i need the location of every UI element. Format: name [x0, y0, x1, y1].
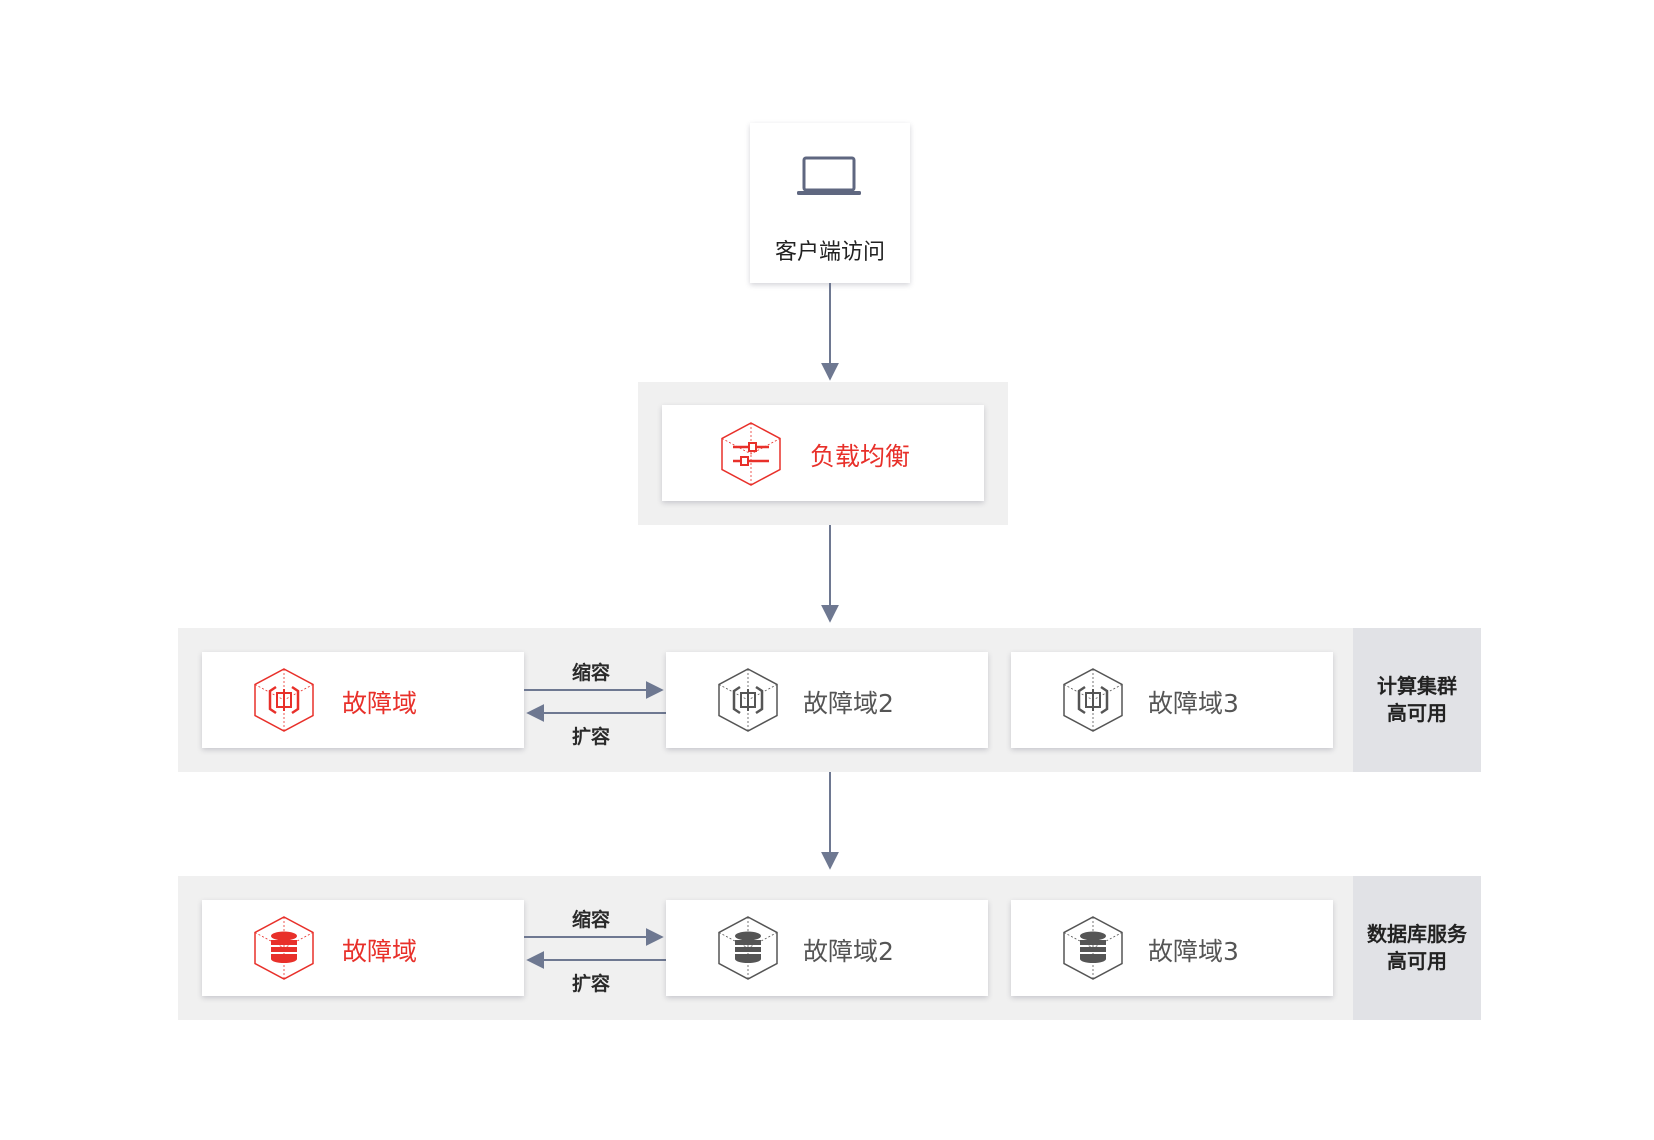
database-cube-icon	[252, 915, 316, 981]
compute-zone-primary: 故障域	[202, 652, 524, 748]
compute-cube-icon	[716, 667, 780, 733]
load-balancer-icon	[719, 421, 783, 487]
compute-expand-arrow	[526, 704, 666, 722]
load-balancer-label: 负载均衡	[810, 442, 911, 471]
arrow-lb-to-compute	[821, 525, 839, 623]
compute-shrink-arrow	[524, 681, 664, 699]
client-label: 客户端访问	[774, 240, 885, 265]
arrow-client-to-lb	[821, 283, 839, 381]
compute-primary-label: 故障域	[342, 689, 418, 718]
database-primary-label: 故障域	[342, 937, 418, 966]
load-balancer-node: 负载均衡	[662, 405, 984, 501]
compute-zone-2: 故障域2	[666, 652, 988, 748]
database-zone2-label: 故障域2	[803, 937, 894, 966]
database-expand-arrow	[526, 951, 666, 969]
arrow-compute-to-db	[821, 772, 839, 870]
compute-side-line1: 计算集群	[1377, 674, 1457, 698]
database-expand-label: 扩容	[572, 973, 611, 995]
database-side-label: 数据库服务 高可用	[1353, 876, 1481, 1020]
compute-zone-3: 故障域3	[1011, 652, 1333, 748]
compute-zone2-label: 故障域2	[803, 689, 894, 718]
laptop-icon	[796, 156, 862, 198]
database-zone-3: 故障域3	[1011, 900, 1333, 996]
compute-cube-icon	[252, 667, 316, 733]
database-side-line1: 数据库服务	[1367, 922, 1467, 946]
database-side-line2: 高可用	[1387, 949, 1447, 973]
compute-side-line2: 高可用	[1387, 701, 1447, 725]
database-shrink-label: 缩容	[572, 909, 611, 931]
database-shrink-arrow	[524, 928, 664, 946]
client-node: 客户端访问	[750, 123, 910, 283]
compute-cube-icon	[1061, 667, 1125, 733]
database-zone-2: 故障域2	[666, 900, 988, 996]
compute-cluster-side-label: 计算集群 高可用	[1353, 628, 1481, 772]
database-zone-primary: 故障域	[202, 900, 524, 996]
compute-shrink-label: 缩容	[572, 662, 611, 684]
database-cube-icon	[1061, 915, 1125, 981]
database-zone3-label: 故障域3	[1148, 937, 1239, 966]
compute-zone3-label: 故障域3	[1148, 689, 1239, 718]
compute-expand-label: 扩容	[572, 726, 611, 748]
database-cube-icon	[716, 915, 780, 981]
